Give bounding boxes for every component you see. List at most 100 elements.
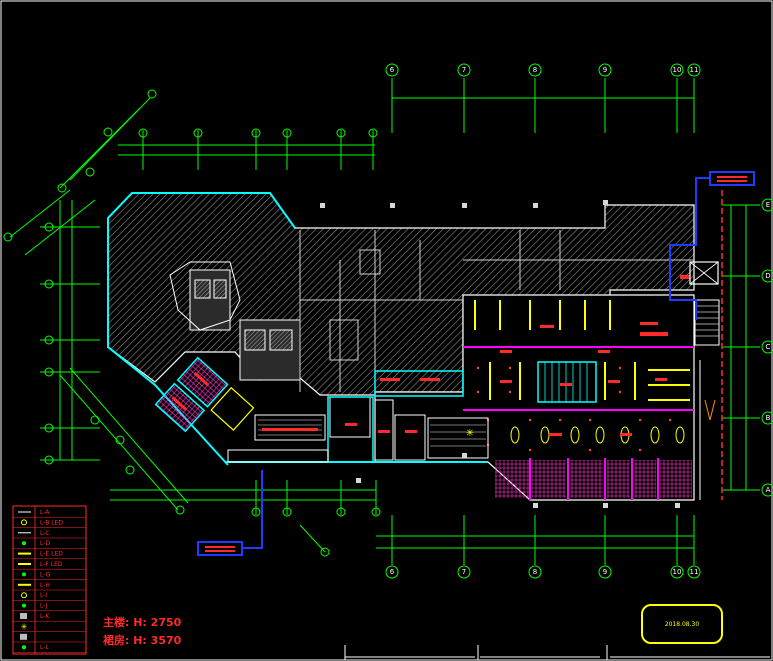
red-room-mark-1 xyxy=(380,378,400,381)
downlights xyxy=(476,366,672,452)
legend-row: L-F LED xyxy=(13,561,86,570)
top-dimension-chain xyxy=(391,78,695,133)
axis-bubble-minor xyxy=(44,455,54,465)
axis-bubble-bottom-9: 9 xyxy=(598,565,612,579)
legend-label: L-J xyxy=(40,603,48,610)
title-strips xyxy=(344,645,770,660)
svg-text:8: 8 xyxy=(533,568,537,576)
axis-bubble-minor xyxy=(282,507,292,517)
svg-text:9: 9 xyxy=(603,568,607,576)
axis-bubble-bottom-11: 11 xyxy=(687,565,701,579)
axis-bubble-bottom-10: 10 xyxy=(670,565,684,579)
central-skylight xyxy=(537,361,597,403)
svg-text:11: 11 xyxy=(690,66,699,74)
legend-row: L-I xyxy=(13,592,86,601)
legend-symbol-icon xyxy=(22,541,26,546)
svg-text:D: D xyxy=(765,272,770,280)
legend-row: L-B LED xyxy=(13,519,86,528)
lower-left-dimension-chain xyxy=(59,367,377,553)
axis-bubble-right-E: E xyxy=(761,198,773,212)
axis-bubble-minor xyxy=(193,128,203,138)
annotation-bottom-left xyxy=(197,470,263,556)
svg-text:9: 9 xyxy=(603,66,607,74)
legend-row: L-H xyxy=(13,582,86,591)
legend-label: L-A xyxy=(40,509,50,516)
svg-text:11: 11 xyxy=(690,568,699,576)
svg-text:6: 6 xyxy=(390,66,395,74)
legend-symbol-icon xyxy=(22,645,26,650)
date-stamp: 2018.08.30 xyxy=(641,604,723,644)
axis-bubble-minor xyxy=(103,127,113,137)
legend-row: L-E LED xyxy=(13,551,86,560)
axis-bubble-minor xyxy=(138,128,148,138)
legend-symbol-icon xyxy=(21,592,27,599)
axis-bubble-minor xyxy=(44,423,54,433)
svg-text:10: 10 xyxy=(673,568,682,576)
cyan-room-2 xyxy=(327,396,374,463)
svg-text:A: A xyxy=(766,486,771,494)
axis-bubble-right-B: B xyxy=(761,411,773,425)
legend-label: L-H xyxy=(40,582,50,589)
linear-lights xyxy=(474,300,690,401)
lower-left-strip xyxy=(227,449,329,463)
svg-text:7: 7 xyxy=(462,568,466,576)
stamp-date: 2018.08.30 xyxy=(664,620,700,628)
red-fixtures xyxy=(500,275,690,436)
legend-label: L-D xyxy=(40,540,50,547)
red-room-mark-5 xyxy=(345,423,357,426)
axis-bubble-minor xyxy=(3,232,13,242)
core-shafts xyxy=(169,261,301,381)
cyan-room-1 xyxy=(374,370,464,397)
axis-bubble-minor xyxy=(320,547,330,557)
svg-text:E: E xyxy=(766,201,770,209)
axis-bubble-minor xyxy=(44,335,54,345)
legend-label: L-C xyxy=(40,530,50,537)
minor-axis-bubbles xyxy=(3,89,381,557)
left-dimension-chain xyxy=(9,189,100,461)
upper-left-dimension-chain xyxy=(59,97,375,189)
right-dimension-chain xyxy=(722,204,760,491)
axis-bubble-minor xyxy=(125,465,135,475)
tiled-units xyxy=(495,460,692,498)
legend-row xyxy=(13,633,86,643)
axis-bubble-minor xyxy=(336,128,346,138)
legend-symbol-icon xyxy=(22,603,26,608)
axis-bubble-minor xyxy=(251,128,261,138)
axis-bubble-minor xyxy=(90,415,100,425)
axis-bubble-minor xyxy=(44,279,54,289)
axis-bubble-top-9: 9 xyxy=(598,63,612,77)
stair xyxy=(694,299,720,346)
red-room-mark-3 xyxy=(378,430,390,433)
legend-symbol-icon xyxy=(20,633,27,640)
axis-bubble-top-7: 7 xyxy=(457,63,471,77)
svg-text:C: C xyxy=(766,343,771,351)
red-room-mark-2 xyxy=(420,378,440,381)
axis-bubble-minor xyxy=(368,128,378,138)
svg-text:B: B xyxy=(766,414,771,422)
axis-bubble-minor xyxy=(175,505,185,515)
legend-label: L-F LED xyxy=(40,561,63,568)
elevator-box xyxy=(689,261,719,285)
red-bar-lower xyxy=(262,428,318,431)
legend-label: L-B LED xyxy=(40,519,63,526)
legend-row: ✳ xyxy=(13,622,86,632)
legend-row: L-K xyxy=(13,613,86,622)
axis-bubble-top-8: 8 xyxy=(528,63,542,77)
red-room-mark-4 xyxy=(405,430,417,433)
legend-row: L-C xyxy=(13,530,86,539)
podium-height-note: 裙房: H: 3570 xyxy=(103,634,182,647)
legend-label: L-L xyxy=(40,644,49,651)
annotation-top-right xyxy=(669,171,755,320)
legend-label: L-K xyxy=(40,613,50,620)
legend-row: L-G xyxy=(13,571,86,580)
svg-text:6: 6 xyxy=(390,568,395,576)
axis-bubble-bottom-6: 6 xyxy=(385,565,399,579)
svg-text:7: 7 xyxy=(462,66,466,74)
main-height-note: 主楼: H: 2750 xyxy=(103,616,182,629)
legend-row: L-D xyxy=(13,540,86,549)
svg-text:8: 8 xyxy=(533,66,537,74)
